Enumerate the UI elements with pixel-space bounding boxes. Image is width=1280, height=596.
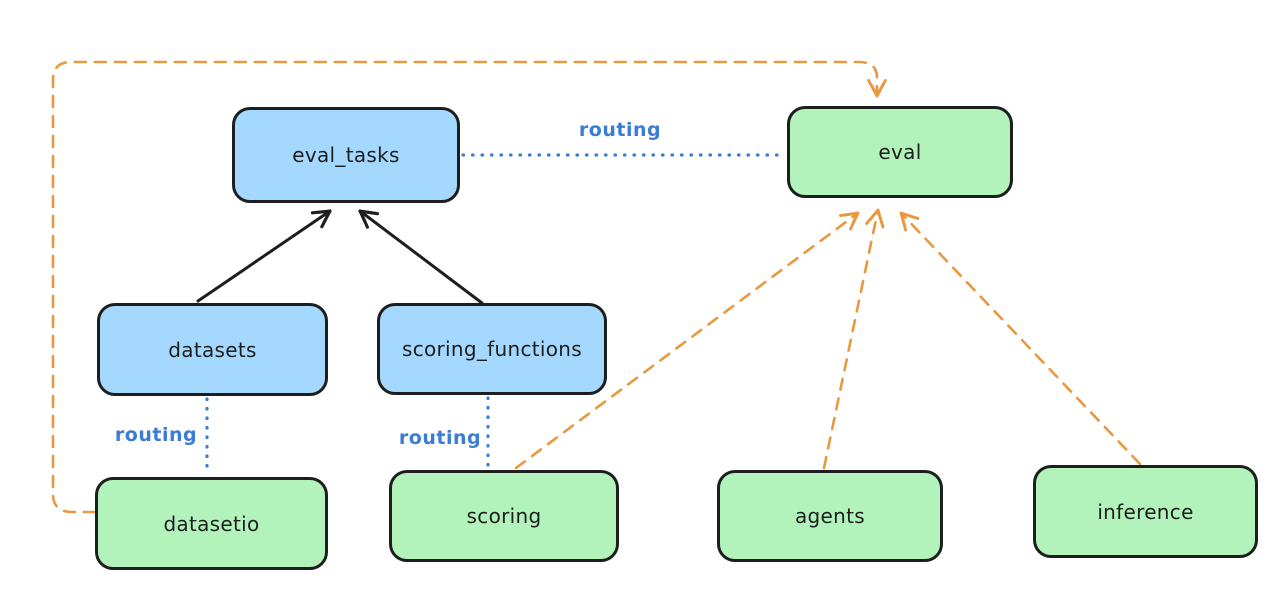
edge-scoring-to-eval xyxy=(514,211,860,470)
edge-scoring_functions-to-eval_tasks xyxy=(358,209,484,305)
routing-label-scoring: routing xyxy=(398,427,482,449)
node-scoring-label: scoring xyxy=(466,504,542,528)
node-agents-label: agents xyxy=(795,504,865,528)
edge-agents-to-eval xyxy=(822,208,885,470)
routing-label-top: routing xyxy=(578,119,662,141)
edge-inference-to-eval xyxy=(899,211,1142,466)
node-datasetio: datasetio xyxy=(95,477,328,570)
edge-datasets-to-eval_tasks xyxy=(196,209,332,303)
node-eval-label: eval xyxy=(878,140,922,164)
node-datasetio-label: datasetio xyxy=(163,511,260,536)
routing-label-datasets: routing xyxy=(114,424,198,446)
node-datasets: datasets xyxy=(97,303,328,396)
node-eval: eval xyxy=(787,106,1013,198)
node-inference-label: inference xyxy=(1097,499,1194,524)
node-scoring-functions: scoring_functions xyxy=(377,303,607,395)
node-eval-tasks: eval_tasks xyxy=(232,107,460,203)
node-agents: agents xyxy=(717,470,943,562)
edge-datasetio-to-eval xyxy=(51,60,887,514)
node-inference: inference xyxy=(1033,465,1258,558)
node-datasets-label: datasets xyxy=(168,337,257,362)
node-eval-tasks-label: eval_tasks xyxy=(292,143,400,167)
node-scoring: scoring xyxy=(389,470,619,562)
node-scoring-functions-label: scoring_functions xyxy=(401,337,583,361)
